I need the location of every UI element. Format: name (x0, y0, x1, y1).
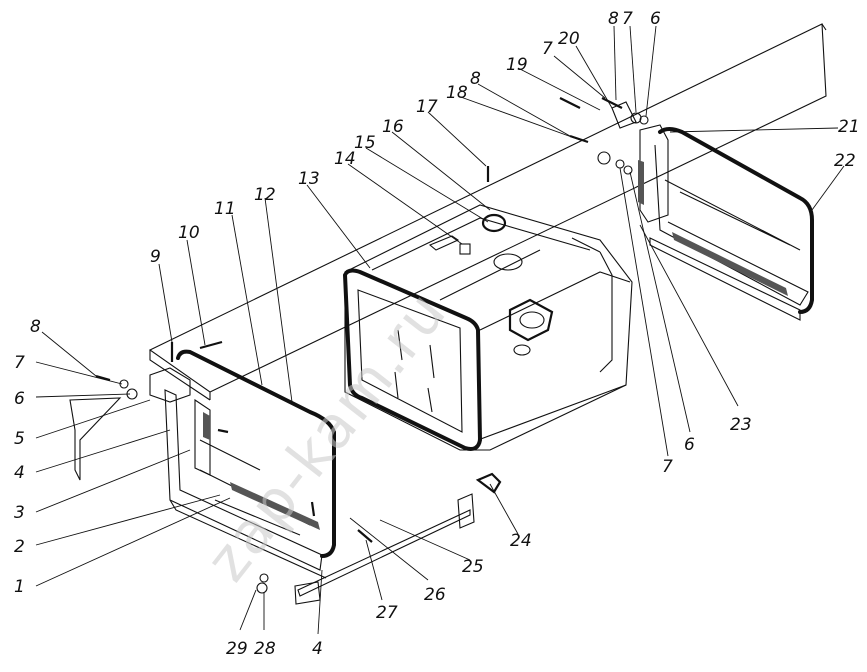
frame-side-member (148, 23, 827, 401)
callout-7-top: 7 (622, 9, 633, 29)
callout-28: 28 (254, 639, 276, 659)
left-fasteners (95, 340, 373, 594)
callout-1: 1 (14, 577, 25, 597)
callout-5: 5 (14, 429, 25, 449)
callout-25: 25 (462, 557, 484, 577)
callout-24: 24 (510, 531, 532, 551)
callout-4-lower: 4 (312, 639, 323, 659)
fuel-level-sensor (508, 298, 554, 356)
lower-crossbar (294, 493, 475, 605)
callout-8-top: 8 (608, 9, 619, 29)
callout-18: 18 (446, 83, 468, 103)
callout-19: 19 (506, 55, 528, 75)
callout-7: 7 (14, 353, 25, 373)
callout-27: 27 (376, 603, 398, 623)
callout-9: 9 (150, 247, 161, 267)
callout-6: 6 (14, 389, 25, 409)
callout-6-top: 6 (650, 9, 661, 29)
callout-12: 12 (254, 185, 276, 205)
left-bracket-assembly (69, 349, 336, 579)
callout-6-right: 6 (684, 435, 695, 455)
callout-21: 21 (838, 117, 860, 137)
callout-13: 13 (298, 169, 320, 189)
leader-lines (35, 25, 845, 635)
callout-4: 4 (14, 463, 25, 483)
callout-3: 3 (14, 503, 25, 523)
callout-26: 26 (424, 585, 446, 605)
callout-10: 10 (178, 223, 200, 243)
right-bracket-assembly (611, 101, 814, 321)
drain-fitting (475, 472, 502, 494)
callout-14: 14 (334, 149, 356, 169)
callout-16: 16 (382, 117, 404, 137)
right-fasteners (486, 97, 649, 182)
callout-23: 23 (730, 415, 752, 435)
callout-8: 8 (30, 317, 41, 337)
callout-8-mid: 8 (470, 69, 481, 89)
watermark: zap-kam.ru (192, 278, 459, 594)
callout-17: 17 (416, 97, 438, 117)
fuel-tank (343, 204, 633, 451)
callout-20: 20 (558, 29, 580, 49)
callout-22: 22 (834, 151, 856, 171)
callout-7-upper: 7 (542, 39, 553, 59)
callout-7-right: 7 (662, 457, 673, 477)
callout-11: 11 (214, 199, 236, 219)
callout-29: 29 (226, 639, 248, 659)
callout-15: 15 (354, 133, 376, 153)
callout-labels: 1 2 3 4 4 5 6 6 6 7 7 7 7 8 8 8 9 10 11 … (14, 9, 860, 659)
callout-2: 2 (14, 537, 25, 557)
